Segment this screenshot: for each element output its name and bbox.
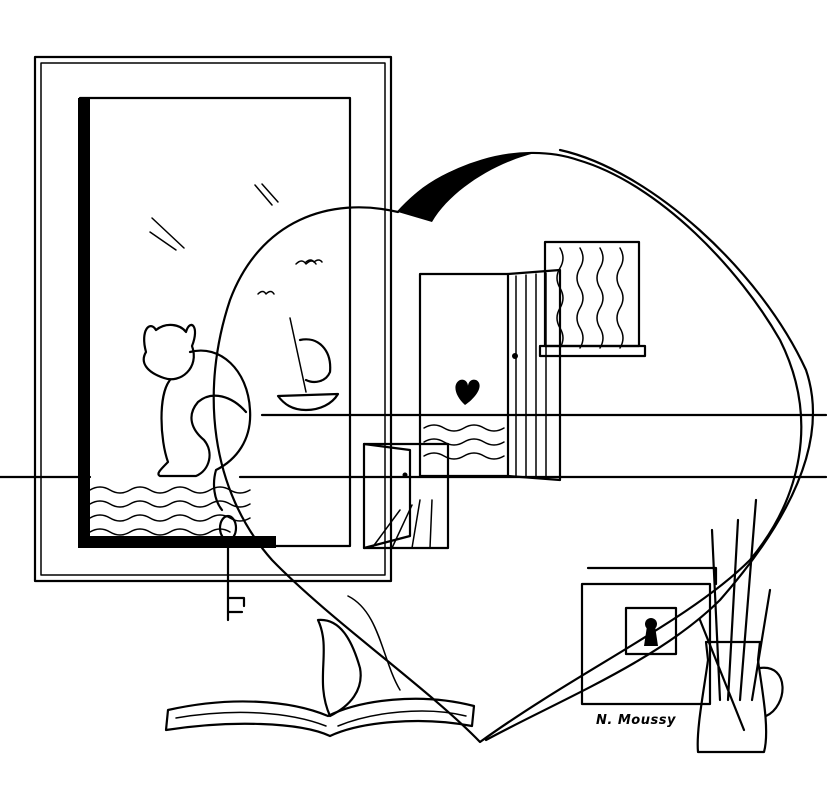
birds [257,259,323,295]
locked-book [580,566,718,706]
small-door [362,442,450,550]
window-sea [89,486,251,536]
brush-jar [696,498,784,754]
key [218,514,246,622]
curtain-window [538,240,647,358]
heart-shape [212,148,815,744]
sailboat [276,317,340,412]
signature: N. Moussy [596,713,676,728]
cat [142,323,252,512]
open-book [164,595,476,738]
doorway [418,268,562,482]
horizon-line [0,413,827,479]
